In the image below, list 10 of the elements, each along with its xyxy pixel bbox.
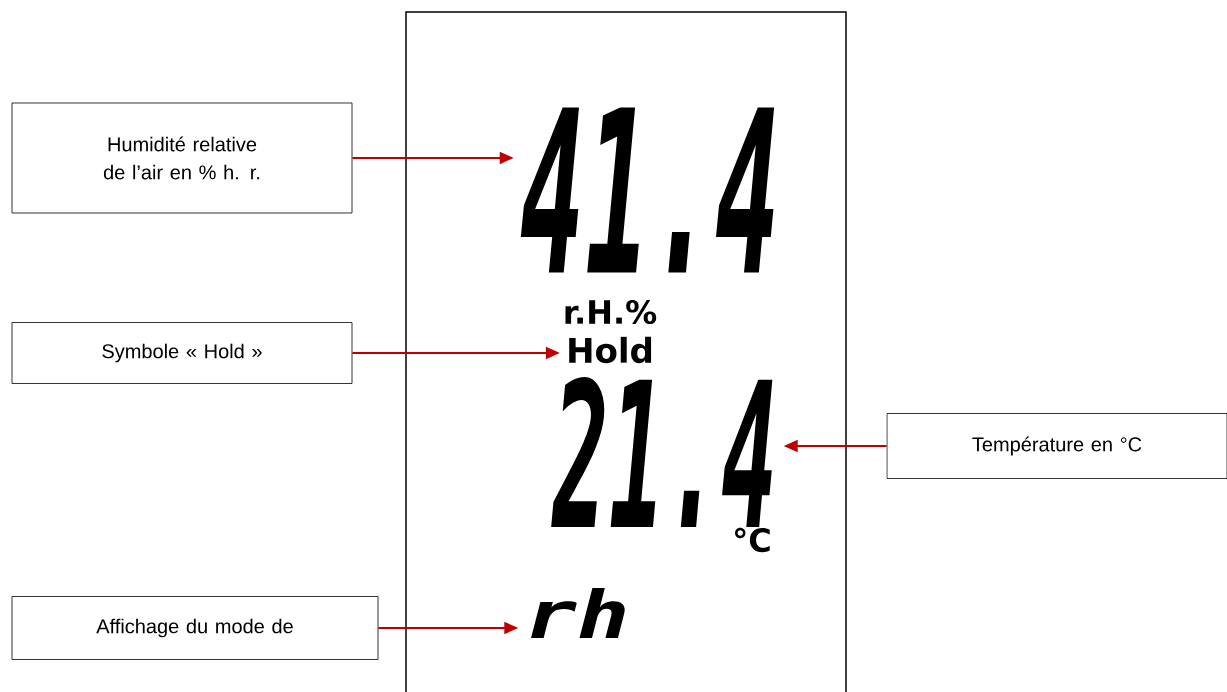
lcd-digits: 41.4: [520, 107, 775, 273]
lcd-digits: rh: [531, 588, 625, 638]
callout-box: Température en °C: [886, 413, 1227, 479]
lcd-symbol: Hold: [569, 336, 652, 364]
callout-box: Affichage du mode de: [11, 596, 379, 660]
lcd-symbol: r.H.%: [565, 299, 657, 325]
lcd-digits: 21.4: [551, 377, 773, 527]
callout-box: Symbole « Hold »: [11, 322, 353, 384]
callout-box: Humidité relative de l’air en % h. r.: [11, 102, 353, 214]
lcd-symbol: °C: [735, 527, 770, 553]
